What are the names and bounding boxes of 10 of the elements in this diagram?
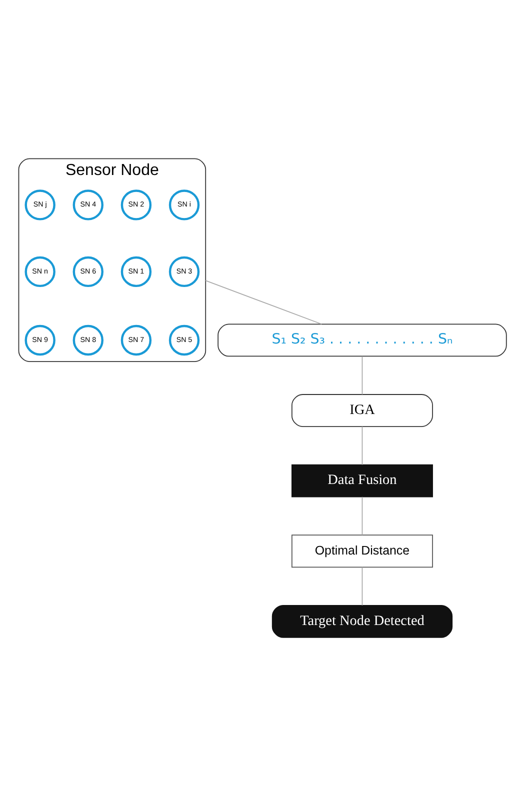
node-box: Target Node Detected <box>272 604 453 638</box>
connector <box>362 426 363 465</box>
node-box: Optimal Distance <box>291 534 433 568</box>
connector <box>362 566 363 606</box>
connector <box>362 496 363 536</box>
node-box: Data Fusion <box>291 464 433 497</box>
connector <box>205 280 322 324</box>
node-box: IGA <box>291 394 433 426</box>
connector <box>362 355 363 394</box>
node-box: S₁ S₂ S₃ . . . . . . . . . . . . Sₙ <box>218 323 507 356</box>
